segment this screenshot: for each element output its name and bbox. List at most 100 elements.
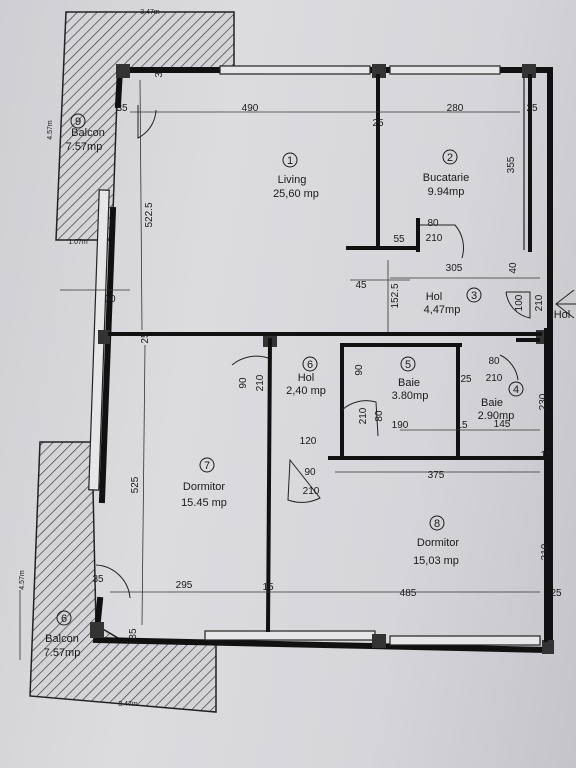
dimension-label: 145 (494, 419, 511, 430)
window-bedroom-8 (389, 635, 541, 646)
room-number: 6 (307, 359, 313, 371)
dimension-label: 522.5 (144, 202, 155, 227)
room-number: 1 (287, 155, 293, 167)
dimension-label: 305 (446, 263, 463, 274)
door-balcony-top (137, 105, 157, 139)
dimension-label: 55 (393, 234, 405, 245)
dimension-label: 35 (92, 574, 104, 585)
dimension-label: 15 (456, 420, 468, 431)
dimension-label: 15 (262, 582, 274, 593)
room-area: 2,40 mp (286, 385, 326, 397)
room-name: Dormitor (417, 537, 460, 549)
outer-wall-left (98, 206, 117, 504)
room-balcony2-marker (56, 610, 72, 626)
dimension-label: 210 (255, 374, 266, 391)
dimension-label: 30 (104, 294, 116, 305)
room-9-marker (70, 113, 86, 129)
column (98, 330, 110, 344)
door-bedroom8 (287, 458, 321, 503)
room-area: 7.57mp (66, 141, 103, 153)
room-1-marker (282, 152, 298, 168)
room-name: Baie (481, 397, 503, 409)
window-bedroom-7 (204, 630, 376, 641)
door-bath5 (341, 400, 379, 437)
dimension-label: 210 (486, 373, 503, 384)
outer-wall (92, 67, 553, 654)
dimension-label: 3.47m (140, 9, 160, 16)
dimension-label: 45 (355, 280, 367, 291)
dimension-label: 210 (358, 407, 369, 424)
dimension-label: 25 (140, 332, 151, 344)
room-name: Baie (398, 377, 420, 389)
dim-line (139, 79, 143, 331)
dimension-label: 152.5 (390, 283, 401, 308)
column (372, 634, 386, 648)
window-kitchen (389, 65, 501, 75)
room-area: 4,47mp (424, 304, 461, 316)
room-name: Balcon (71, 127, 105, 139)
dimension-label: 40 (508, 262, 519, 274)
room-number: 3 (471, 290, 477, 302)
door-kitchen (420, 224, 464, 259)
room-name: Hol (426, 291, 443, 303)
dimension-label: 525 (130, 476, 141, 493)
room-name: Hol (298, 372, 315, 384)
door-bath4 (499, 354, 519, 381)
dimension-label: 3.47m (118, 701, 138, 708)
room-number: 6 (61, 613, 67, 625)
dimension-label: 490 (242, 103, 259, 114)
room-number: 8 (434, 518, 440, 530)
dimension-label: 25 (526, 103, 538, 114)
dimension-label: 295 (176, 580, 193, 591)
window-living (219, 65, 371, 75)
dim-line (141, 344, 146, 626)
dimension-label: 80 (488, 356, 500, 367)
room-6-marker (302, 356, 318, 372)
room-area: 25,60 mp (273, 188, 319, 200)
room-5-marker (400, 356, 416, 372)
entrance-arrow-icon (555, 289, 576, 319)
dimension-label: 190 (392, 420, 409, 431)
column (372, 64, 386, 78)
dimension-label: 4.57m (47, 120, 54, 140)
room-4-marker (508, 381, 524, 397)
dimension-label: 35 (154, 66, 165, 78)
dimension-label: 25 (550, 588, 562, 599)
dimension-label: 80 (374, 410, 385, 422)
door-entrance (505, 291, 531, 319)
dimension-label: 375 (428, 470, 445, 481)
dimension-label: 210 (303, 486, 320, 497)
room-name: Bucatarie (423, 172, 469, 184)
dimension-label: 35 (116, 103, 128, 114)
room-area: 15.45 mp (181, 497, 227, 509)
entrance-label: Hol (554, 309, 571, 321)
room-name: Dormitor (183, 481, 226, 493)
column (90, 622, 104, 638)
wall-bedrooms (265, 337, 273, 633)
room-2-marker (442, 149, 458, 165)
room-area: 9.94mp (428, 186, 465, 198)
dimension-label: 100 (514, 294, 525, 311)
dimension-label: 210 (426, 233, 443, 244)
dimension-label: 485 (400, 588, 417, 599)
door-balcony-bottom (95, 564, 131, 599)
room-7-marker (199, 457, 215, 473)
dimension-label: 4.57m (19, 570, 26, 590)
dimension-label: 1.07m (68, 239, 88, 246)
column (542, 640, 554, 654)
dimension-label: 15 (540, 450, 552, 461)
dimension-label: 90 (304, 467, 316, 478)
dimension-label: 310 (540, 543, 551, 560)
dimension-label: 230 (538, 393, 549, 410)
room-number: 2 (447, 152, 453, 164)
dimension-label: 280 (447, 103, 464, 114)
door-hol6 (231, 355, 269, 366)
dimension-label: 80 (427, 218, 439, 229)
dimension-label: 25 (460, 374, 472, 385)
column (116, 64, 130, 78)
room-number: 4 (513, 384, 519, 396)
dimension-label: 25 (372, 118, 384, 129)
room-3-marker (466, 287, 482, 303)
